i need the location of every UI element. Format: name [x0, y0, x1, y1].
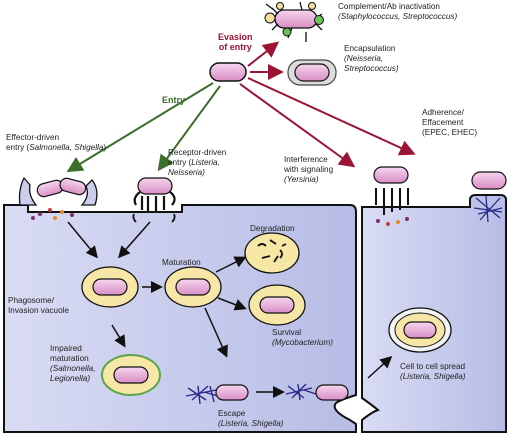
label-maturation: Maturation	[162, 258, 201, 267]
receptor-entry-icon	[132, 177, 176, 223]
spread-vacuole	[388, 307, 452, 353]
evasion-arrow-interference	[239, 83, 356, 168]
evasion-arrow-adherence	[247, 77, 416, 156]
degradation-vacuole	[244, 232, 300, 274]
label-interference: Interference with signaling (Yersinia)	[284, 155, 334, 184]
label-cell-spread: Cell to cell spread (Listeria, Shigella)	[400, 362, 466, 381]
central-bacterium	[209, 62, 247, 82]
entry-arrow-effector	[66, 82, 214, 173]
label-impaired: Impaired maturation (Salmonella, Legione…	[50, 344, 96, 383]
label-escape: Escape (Listeria, Shigella)	[218, 409, 284, 428]
label-adherence: Adherence/ Effacement (EPEC, EHEC)	[422, 108, 478, 137]
label-receptor-entry: Receptor-driven entry (Listeria, Neisser…	[168, 148, 227, 177]
label-evasion: Evasion of entry	[218, 32, 253, 52]
escape-actin-tail	[185, 384, 249, 405]
label-complement: Complement/Ab inactivation (Staphylococc…	[338, 2, 458, 21]
label-degradation: Degradation	[250, 224, 295, 233]
yersinia-attachment-icon	[373, 166, 409, 226]
impaired-vacuole	[101, 354, 161, 396]
label-effector-entry: Effector-driven entry (Salmonella, Shige…	[6, 133, 107, 152]
evasion-arrow-complement	[247, 41, 280, 67]
entry-arrow-receptor	[157, 85, 221, 172]
protrusion-actin	[285, 383, 349, 401]
label-encapsulation: Encapsulation (Neisseria, Streptococcus)	[344, 44, 399, 73]
phagosome	[81, 266, 139, 308]
survival-vacuole	[248, 284, 306, 326]
maturation-vacuole	[164, 266, 222, 308]
effector-entry-icon	[18, 176, 98, 220]
label-entry: Entry	[162, 95, 186, 105]
label-phagosome: Phagosome/ Invasion vacuole	[8, 296, 69, 315]
capsule-icon	[287, 59, 337, 86]
complement-cluster-icon	[264, 1, 324, 42]
pedestal-icon	[471, 171, 507, 223]
label-survival: Survival (Mycobacterium)	[272, 328, 333, 347]
